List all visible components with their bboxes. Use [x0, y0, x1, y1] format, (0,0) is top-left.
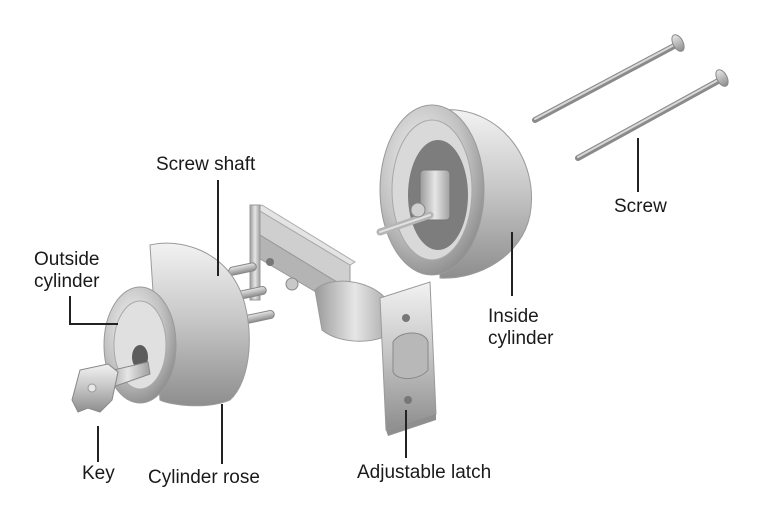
key-part — [71, 361, 151, 413]
label-outside-cylinder: Outside cylinder — [34, 249, 100, 292]
label-cylinder-rose: Cylinder rose — [148, 467, 260, 488]
label-adjustable-latch: Adjustable latch — [357, 462, 492, 483]
label-inside-cylinder: Inside cylinder — [488, 306, 554, 349]
label-screw-shaft: Screw shaft — [156, 154, 256, 175]
inside-cylinder-part — [376, 104, 532, 279]
label-screw: Screw — [614, 196, 667, 217]
adjustable-latch-part — [249, 204, 437, 436]
label-key: Key — [82, 463, 115, 484]
screw-upper — [532, 34, 685, 123]
leader-outside-cylinder — [69, 296, 118, 325]
screw-lower — [575, 69, 729, 161]
